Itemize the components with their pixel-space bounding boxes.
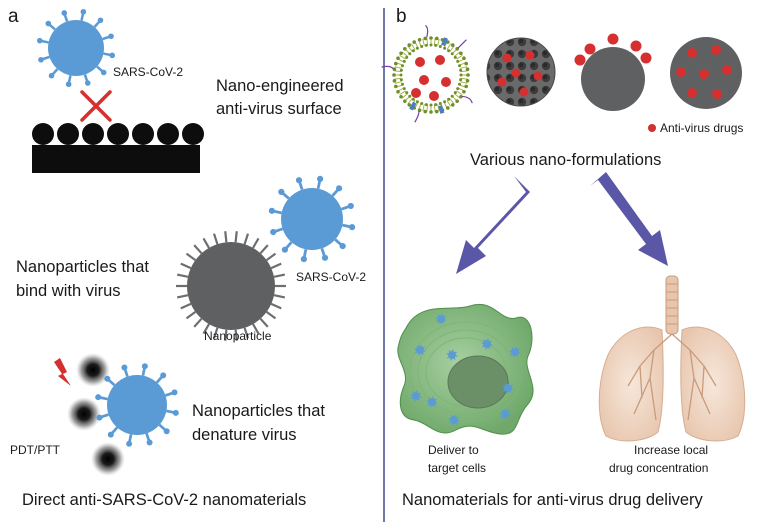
target-cell xyxy=(397,303,534,435)
porous-nanoparticle xyxy=(486,37,556,107)
arrow-to-cells xyxy=(456,176,530,274)
lungs-illustration xyxy=(598,275,746,442)
nanoparticle-label: Nanoparticle xyxy=(204,329,272,343)
increase-label-line2: drug concentration xyxy=(609,461,708,475)
panel-a-caption: Direct anti-SARS-CoV-2 nanomaterials xyxy=(22,491,306,509)
virus-particle xyxy=(448,414,460,426)
dark-nanoparticle xyxy=(91,442,125,476)
surface-bump xyxy=(182,123,204,145)
sars-cov-2-virus xyxy=(268,175,356,263)
virus-particle xyxy=(502,382,514,394)
formulations-label: Various nano-formulations xyxy=(470,151,661,169)
virus-particle xyxy=(435,313,447,325)
virus-particle xyxy=(446,349,458,361)
nano-engineered-surface xyxy=(32,123,204,173)
denature-label-line2: denature virus xyxy=(192,426,297,444)
block-x-icon xyxy=(80,90,112,122)
virus-particle xyxy=(414,344,426,356)
sars-cov-2-label: SARS-CoV-2 xyxy=(296,270,366,284)
surface-bump xyxy=(57,123,79,145)
nanoparticle xyxy=(176,231,286,341)
dark-nanoparticle xyxy=(76,353,110,387)
bind-label-line1: Nanoparticles that xyxy=(16,258,149,276)
lightning-icon xyxy=(54,358,71,386)
drug-legend-dot xyxy=(648,124,656,132)
sars-cov-2-virus xyxy=(95,363,179,447)
bind-label-line2: bind with virus xyxy=(16,282,121,300)
panel-a-label: a xyxy=(8,6,19,27)
deliver-label-line2: target cells xyxy=(428,461,486,475)
surface-bump xyxy=(82,123,104,145)
virus-particle xyxy=(509,346,521,358)
drug-legend-label: Anti-virus drugs xyxy=(660,121,743,135)
deliver-label-line1: Deliver to xyxy=(428,443,479,457)
virus-particle xyxy=(499,408,511,420)
arrow-to-lungs xyxy=(590,172,668,266)
surface-bump xyxy=(132,123,154,145)
virus-particle xyxy=(410,390,422,402)
dark-nanoparticle xyxy=(67,397,101,431)
liposome-formulation xyxy=(381,24,473,123)
drug-embedded-nanoparticle xyxy=(670,37,742,109)
surface-loaded-nanoparticle xyxy=(574,33,652,111)
surface-bump xyxy=(157,123,179,145)
surface-bump xyxy=(32,123,54,145)
surface-label-line2: anti-virus surface xyxy=(216,100,342,118)
virus-particle xyxy=(426,396,438,408)
sars-cov-2-label: SARS-CoV-2 xyxy=(113,65,183,79)
surface-bump xyxy=(107,123,129,145)
panel-b-label: b xyxy=(396,6,407,27)
panel-b-caption: Nanomaterials for anti-virus drug delive… xyxy=(402,491,704,509)
pdt-ptt-label: PDT/PTT xyxy=(10,443,61,457)
surface-label-line1: Nano-engineered xyxy=(216,77,344,95)
sars-cov-2-virus xyxy=(36,8,116,88)
virus-particle xyxy=(481,338,493,350)
increase-label-line1: Increase local xyxy=(634,443,708,457)
cell-nucleus xyxy=(447,355,509,409)
denature-label-line1: Nanoparticles that xyxy=(192,402,325,420)
